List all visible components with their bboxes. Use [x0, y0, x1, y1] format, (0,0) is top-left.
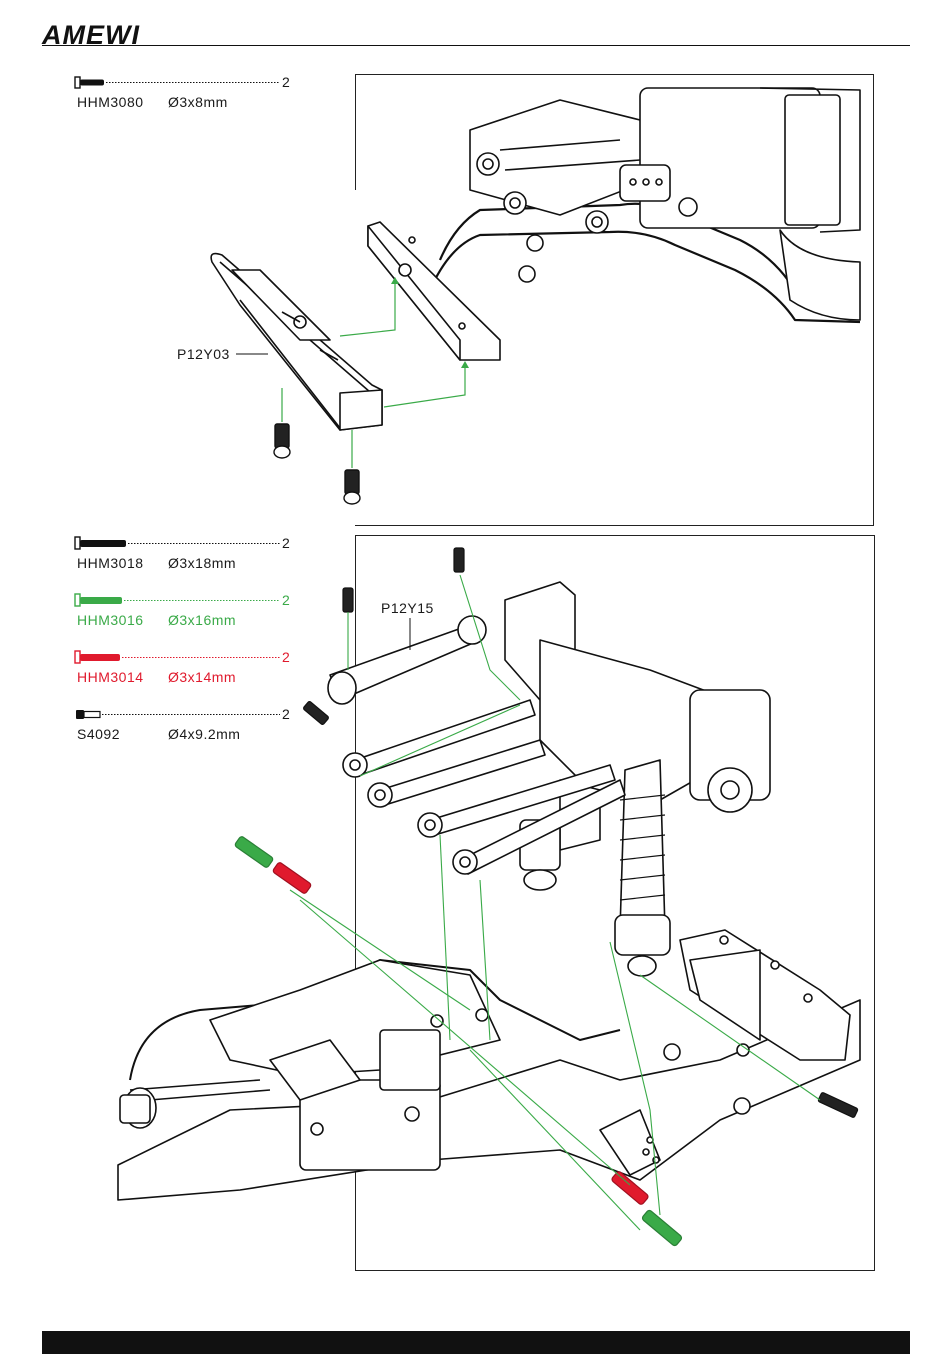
step2-assembly-drawing — [110, 540, 870, 1260]
part-label-p12y15: P12Y15 — [381, 600, 434, 616]
step1-assembly-drawing — [170, 80, 870, 520]
screw-code: HHM3080 — [77, 94, 144, 110]
brand-logo: AMEWI — [42, 20, 140, 51]
footer-bar — [42, 1331, 910, 1354]
header-rule — [42, 45, 910, 46]
part-label-p12y03: P12Y03 — [177, 346, 230, 362]
